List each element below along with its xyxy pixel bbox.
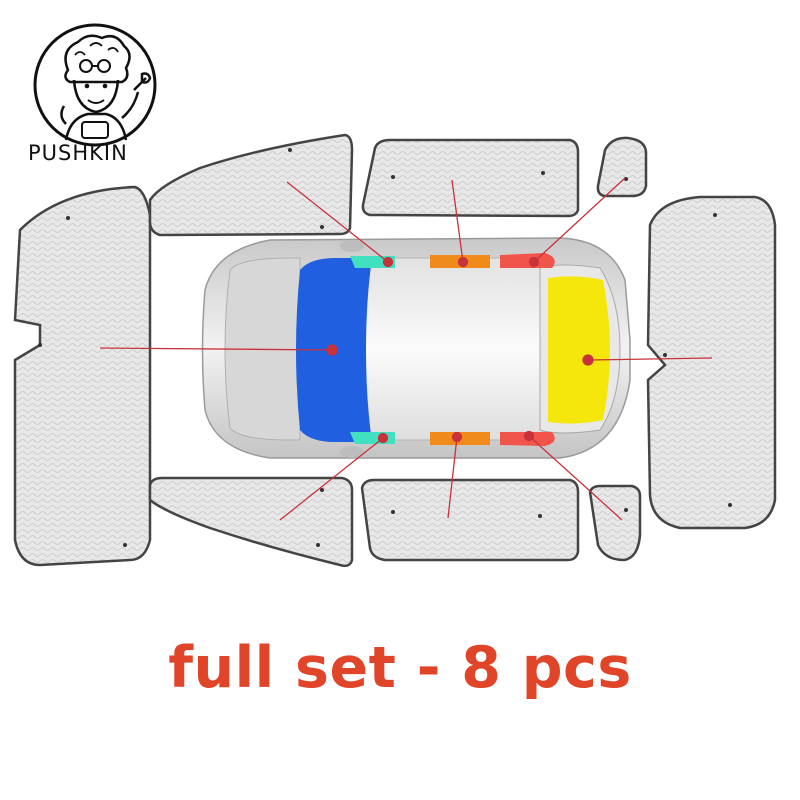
shade-rear-window <box>646 195 777 530</box>
shade-front-left <box>148 133 354 237</box>
shade-middle-left <box>361 138 580 218</box>
brand-name: PUSHKIN <box>28 141 128 165</box>
shade-rear-left <box>596 136 648 198</box>
product-caption: full set - 8 pcs <box>168 635 632 701</box>
rear-left-window-highlight <box>500 253 555 268</box>
front-right-window-highlight <box>350 432 395 444</box>
pointer-lines <box>99 177 713 521</box>
shade-front-right <box>148 476 354 568</box>
mechanic-mascot-icon <box>33 23 157 147</box>
shade-rear-right <box>588 484 642 562</box>
rear-window-highlight <box>548 276 610 424</box>
shade-windshield <box>13 185 152 567</box>
shade-middle-right <box>360 478 580 562</box>
brand-logo <box>30 20 160 180</box>
